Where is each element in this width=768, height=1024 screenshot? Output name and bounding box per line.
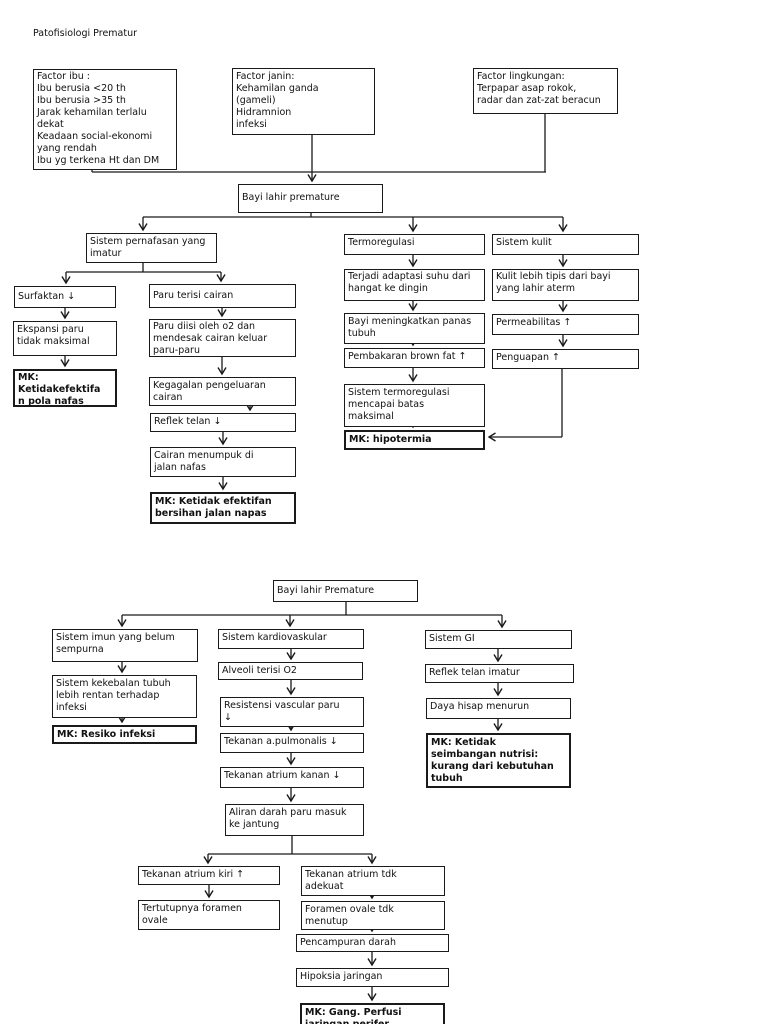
node-mk-bersihan-jalan-napas: MK: Ketidak efektifan bersihan jalan nap…: [150, 492, 296, 524]
node-mk-resiko-infeksi: MK: Resiko infeksi: [52, 725, 197, 744]
node-pencampuran-darah: Pencampuran darah: [296, 934, 449, 952]
node-mk-nutrisi: MK: Ketidak seimbangan nutrisi: kurang d…: [426, 733, 571, 788]
node-hipoksia-jaringan: Hipoksia jaringan: [296, 968, 449, 987]
node-penguapan: Penguapan ↑: [492, 349, 639, 369]
page-title: Patofisiologi Prematur: [33, 28, 138, 39]
node-tekanan-atrium-tdk: Tekanan atrium tdk adekuat: [301, 866, 445, 896]
node-permeabilitas: Permeabilitas ↑: [492, 314, 639, 335]
node-alveoli-terisi: Alveoli terisi O2: [218, 662, 363, 680]
node-reflek-telan: Reflek telan ↓: [150, 413, 296, 432]
node-mk-pola-nafas: MK: Ketidakefektifa n pola nafas: [13, 369, 117, 407]
node-kegagalan-pengeluaran: Kegagalan pengeluaran cairan: [149, 377, 296, 406]
node-factor-janin: Factor janin: Kehamilan ganda (gameli) H…: [232, 68, 375, 135]
node-bayi-lahir-premature-2: Bayi lahir Premature: [273, 580, 418, 602]
node-pembakaran-brown-fat: Pembakaran brown fat ↑: [344, 348, 485, 368]
node-resistensi-vascular: Resistensi vascular paru ↓: [220, 697, 364, 727]
node-sistem-termoregulasi-batas: Sistem termoregulasi mencapai batas maks…: [344, 384, 485, 427]
node-tekanan-atrium-kanan: Tekanan atrium kanan ↓: [220, 767, 364, 788]
node-tekanan-atrium-kiri: Tekanan atrium kiri ↑: [138, 866, 280, 885]
node-tertutupnya-foramen: Tertutupnya foramen ovale: [138, 900, 280, 930]
node-paru-diisi: Paru diisi oleh o2 dan mendesak cairan k…: [149, 319, 296, 357]
node-sistem-imun: Sistem imun yang belum sempurna: [52, 629, 198, 662]
node-daya-hisap: Daya hisap menurun: [426, 698, 571, 719]
node-kulit-tipis: Kulit lebih tipis dari bayi yang lahir a…: [492, 269, 639, 301]
node-sistem-kekebalan: Sistem kekebalan tubuh lebih rentan terh…: [52, 675, 197, 718]
node-bayi-meningkatkan-panas: Bayi meningkatkan panas tubuh: [344, 313, 485, 344]
node-foramen-tdk-menutup: Foramen ovale tdk menutup: [301, 901, 445, 930]
node-termoregulasi: Termoregulasi: [344, 234, 485, 255]
node-cairan-menumpuk: Cairan menumpuk di jalan nafas: [150, 447, 296, 477]
node-factor-ibu: Factor ibu : Ibu berusia <20 th Ibu beru…: [33, 69, 177, 170]
node-reflek-telan-imatur: Reflek telan imatur: [425, 664, 574, 683]
node-bayi-lahir-premature-1: Bayi lahir premature: [238, 184, 383, 213]
node-sistem-kardiovaskular: Sistem kardiovaskular: [218, 629, 364, 649]
node-factor-lingkungan: Factor lingkungan: Terpapar asap rokok, …: [473, 68, 618, 114]
node-paru-terisi: Paru terisi cairan: [149, 284, 296, 308]
node-tekanan-pulmonalis: Tekanan a.pulmonalis ↓: [220, 733, 364, 753]
node-surfaktan: Surfaktan ↓: [14, 286, 116, 308]
node-terjadi-adaptasi: Terjadi adaptasi suhu dari hangat ke din…: [344, 269, 485, 301]
node-sistem-pernafasan: Sistem pernafasan yang imatur: [86, 233, 217, 263]
node-aliran-darah: Aliran darah paru masuk ke jantung: [225, 804, 364, 836]
node-sistem-gi: Sistem GI: [425, 630, 572, 649]
node-mk-hipotermia: MK: hipotermia: [344, 430, 485, 450]
node-ekspansi-paru: Ekspansi paru tidak maksimal: [13, 321, 117, 356]
node-mk-perfusi: MK: Gang. Perfusi jaringan perifer: [300, 1003, 445, 1024]
node-sistem-kulit: Sistem kulit: [492, 234, 639, 255]
